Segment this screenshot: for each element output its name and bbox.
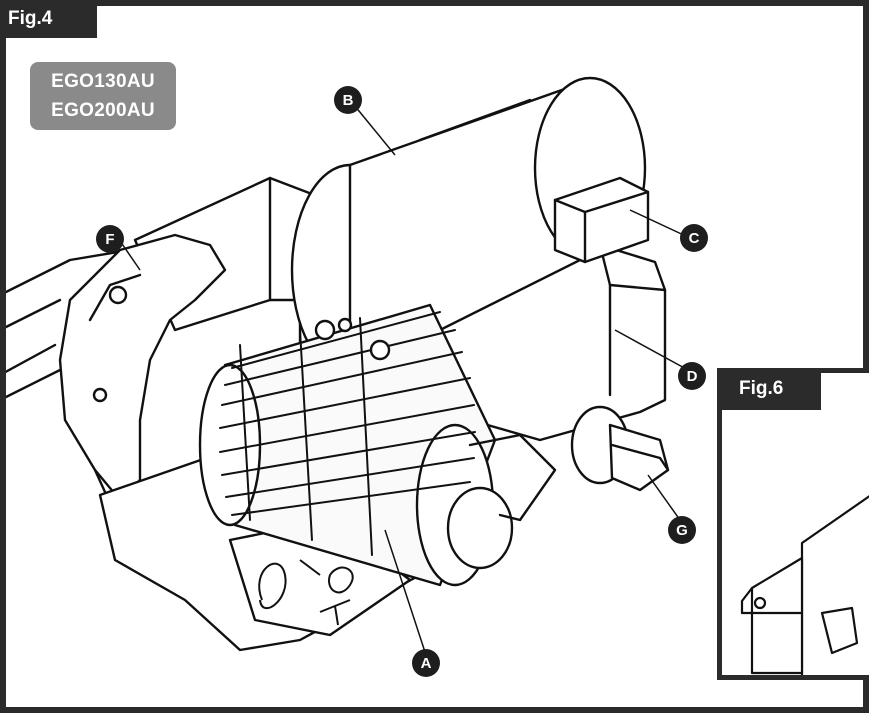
leader-a bbox=[384, 529, 426, 653]
drum-cap bbox=[446, 486, 514, 570]
callout-g: G bbox=[668, 516, 696, 544]
fig6-label: Fig.6 bbox=[717, 368, 821, 410]
inset-drawing bbox=[740, 495, 869, 675]
leader-g bbox=[647, 474, 681, 521]
bolt bbox=[92, 387, 108, 403]
fig6-inset bbox=[717, 368, 869, 680]
model-name-1: EGO130AU bbox=[51, 71, 155, 92]
model-badge: EGO130AU EGO200AU bbox=[30, 62, 176, 130]
callout-a: A bbox=[412, 649, 440, 677]
top-border bbox=[0, 0, 869, 6]
callout-b: B bbox=[334, 86, 362, 114]
callout-d: D bbox=[678, 362, 706, 390]
model-name-2: EGO200AU bbox=[51, 100, 155, 121]
shaft-g bbox=[608, 423, 670, 492]
bolt bbox=[337, 317, 353, 333]
leader-d bbox=[614, 329, 689, 371]
fig4-label: Fig.4 bbox=[0, 0, 97, 38]
bolt bbox=[108, 285, 128, 305]
bolt bbox=[369, 339, 391, 361]
ego-logo bbox=[258, 559, 354, 626]
bolt bbox=[314, 319, 336, 341]
callout-c: C bbox=[680, 224, 708, 252]
callout-f: F bbox=[96, 225, 124, 253]
